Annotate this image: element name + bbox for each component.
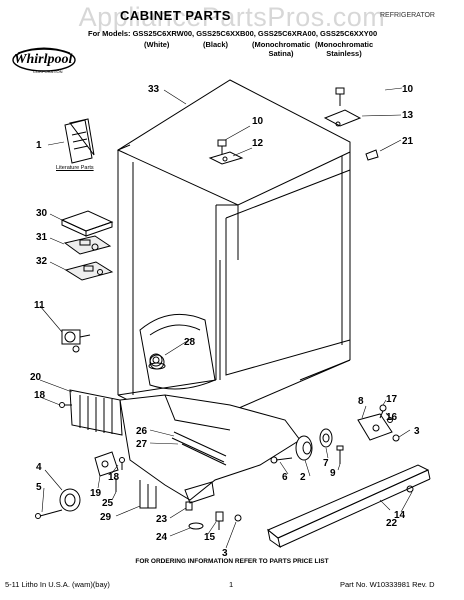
machine-compartment-panel	[69, 389, 123, 436]
callout-3-bottom: 3	[222, 548, 228, 559]
toe-grille	[267, 464, 431, 549]
callout-19: 19	[90, 488, 102, 499]
cap-21	[365, 149, 379, 161]
callout-7: 7	[323, 458, 329, 469]
callout-18-upper: 18	[34, 390, 46, 401]
callout-10-mid: 10	[252, 116, 264, 127]
leader-lines	[39, 87, 413, 549]
screw-5	[35, 509, 63, 519]
bracket-19	[94, 451, 119, 477]
brand-name: Whirlpool	[14, 52, 73, 67]
model-list: For Models: GSS25C6XRW00, GSS25C6XXB00, …	[88, 29, 378, 38]
callout-27: 27	[136, 439, 148, 450]
literature-pack	[64, 118, 95, 164]
callout-16: 16	[386, 412, 398, 423]
leveler-9	[336, 445, 344, 464]
hinge-screw-10a	[335, 87, 345, 106]
litho-info: 5-11 Litho In U.S.A. (wam)(bay)	[5, 580, 110, 589]
color-stainless: (Monochromatic Stainless)	[314, 40, 374, 58]
roller-7	[319, 428, 333, 448]
callout-15: 15	[204, 532, 216, 543]
hinge-13	[323, 109, 362, 127]
callout-3-right: 3	[414, 426, 420, 437]
callout-32: 32	[36, 256, 48, 267]
callout-21: 21	[402, 136, 414, 147]
callout-22: 22	[386, 518, 398, 529]
callout-10-top: 10	[402, 84, 414, 95]
callout-4: 4	[36, 462, 42, 473]
hinge-bracket-8	[357, 413, 393, 441]
cabinet-bottom	[119, 394, 301, 504]
color-satina: (Monochromatic Satina)	[252, 40, 311, 58]
clip-15	[215, 511, 224, 530]
control-board-31	[63, 235, 112, 255]
callout-8: 8	[358, 396, 364, 407]
callout-9: 9	[330, 468, 336, 479]
roller-2	[295, 435, 313, 461]
callout-26: 26	[136, 426, 148, 437]
brand-sub: CORPORATION	[33, 69, 63, 74]
callout-17: 17	[386, 394, 398, 405]
bracket-24	[188, 522, 204, 530]
callout-23: 23	[156, 514, 168, 525]
callout-33: 33	[148, 84, 160, 95]
color-black: (Black)	[203, 40, 229, 49]
drain-tube	[171, 431, 227, 466]
watermark: AppliancePartsPros.com	[78, 2, 386, 32]
screw-14	[406, 485, 414, 493]
callout-6: 6	[282, 472, 288, 483]
ordering-info: FOR ORDERING INFORMATION REFER TO PARTS …	[135, 558, 329, 565]
callout-13: 13	[402, 110, 414, 121]
drain-fitting	[148, 354, 166, 370]
control-cover	[60, 210, 114, 237]
callout-2: 2	[300, 472, 306, 483]
appliance-type: REFRIGERATOR	[380, 12, 435, 19]
screw-3-right	[392, 434, 400, 442]
color-white: (White)	[144, 40, 170, 49]
callout-24: 24	[156, 532, 168, 543]
screw-6	[270, 456, 293, 464]
cabinet-liner	[139, 313, 216, 390]
callout-18-lower: 18	[108, 472, 120, 483]
literature-parts-label: Literature Parts	[56, 165, 94, 171]
page-number: 1	[229, 580, 234, 589]
callout-14: 14	[394, 510, 406, 521]
callout-11: 11	[34, 300, 45, 311]
clip-23	[185, 501, 193, 511]
callout-29: 29	[100, 512, 112, 523]
roller-4	[59, 488, 81, 512]
callout-20: 20	[30, 372, 42, 383]
whirlpool-logo-icon	[12, 47, 76, 72]
control-board-32	[64, 261, 114, 281]
callout-30: 30	[36, 208, 48, 219]
screw-18-lower	[119, 457, 125, 470]
part-number: Part No. W10333981 Rev. D	[340, 580, 435, 589]
callout-12: 12	[252, 138, 264, 149]
drain-pan-29	[139, 480, 157, 509]
callout-25: 25	[102, 498, 114, 509]
page-title: CABINET PARTS	[120, 8, 231, 23]
screw-18-upper	[59, 402, 72, 408]
callout-5: 5	[36, 482, 42, 493]
callout-1: 1	[36, 140, 42, 151]
callout-31: 31	[36, 232, 48, 243]
callout-28: 28	[184, 337, 196, 348]
screw-3-bottom	[234, 514, 242, 522]
hinge-12	[208, 151, 244, 165]
cabinet-shell	[116, 79, 351, 431]
valve-assembly	[61, 329, 91, 353]
